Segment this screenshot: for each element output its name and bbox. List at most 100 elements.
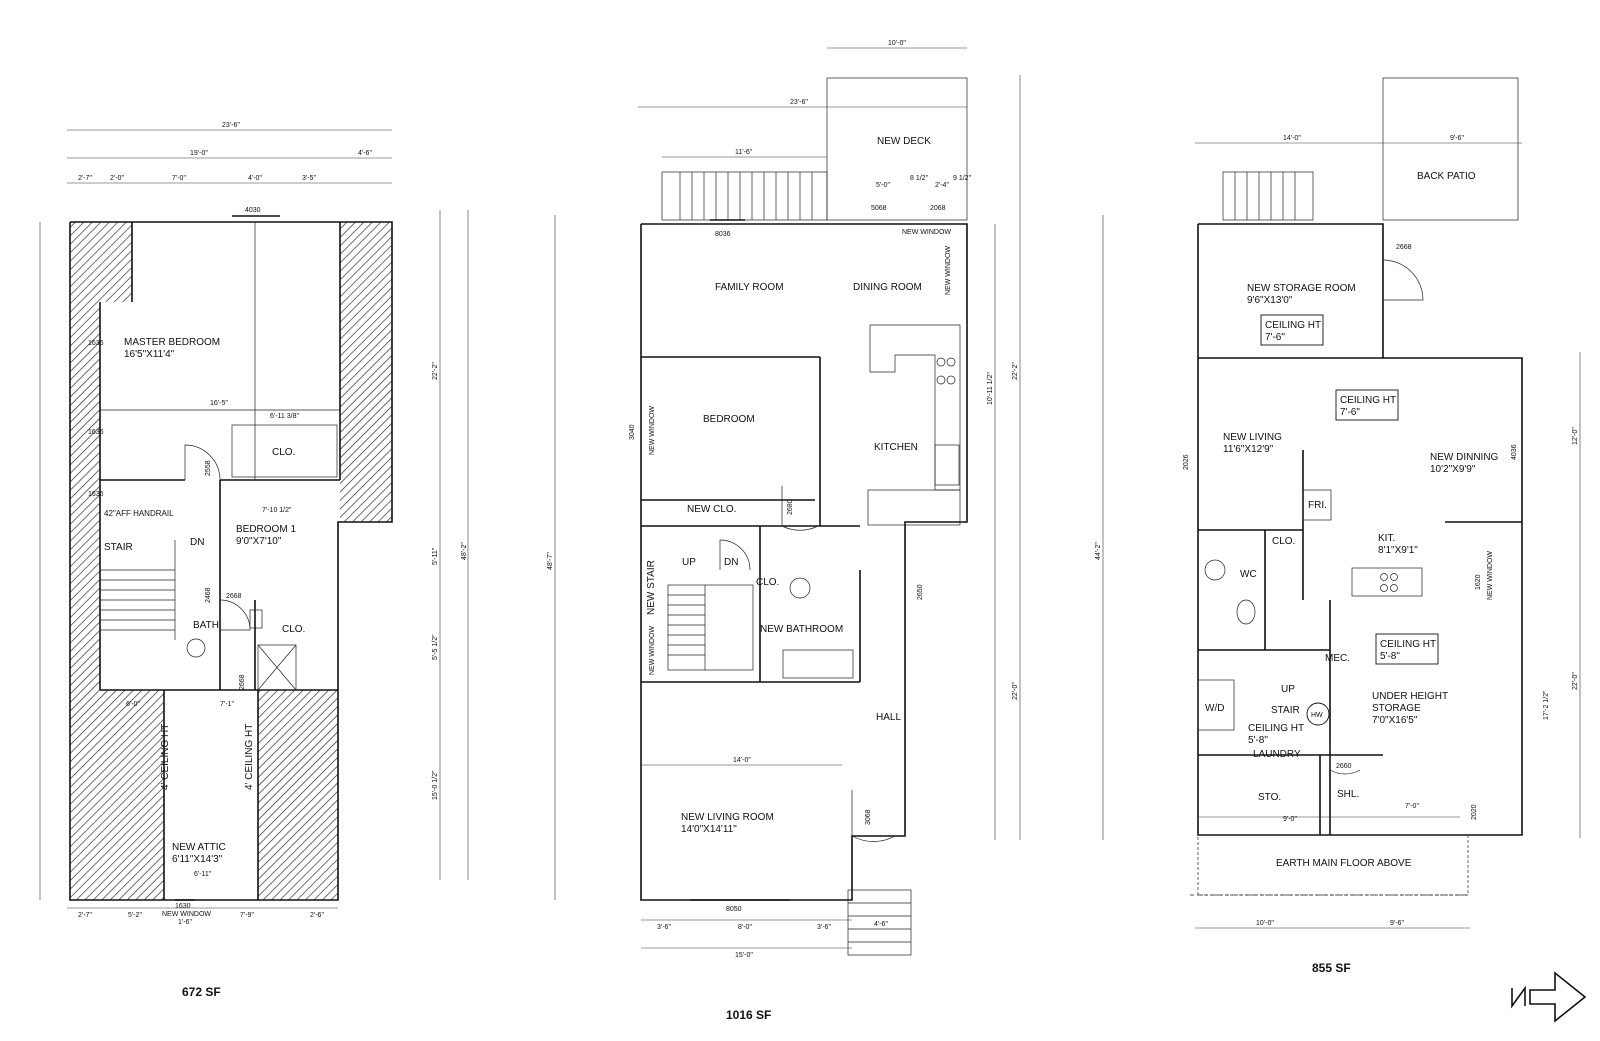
dim-label: 10'-0": [1256, 920, 1274, 927]
room-new-attic: NEW ATTIC: [172, 842, 226, 853]
hatched-attic-top: [100, 222, 132, 302]
dim-label: 6'-11 3/8": [270, 413, 300, 420]
main-area-label: 1016 SF: [726, 1008, 771, 1022]
dim-label: 6'-0": [126, 701, 140, 708]
ceiling-height-label: CEILING HT: [1380, 639, 1436, 650]
room-under-height-storage-size: 7'0"X16'5": [1372, 715, 1418, 726]
room-kitchen: KITCHEN: [874, 442, 918, 453]
cooktop-icon: [936, 357, 946, 367]
entry-stair: [847, 889, 912, 956]
sink-icon: [789, 577, 811, 599]
room-hall: HALL: [876, 712, 901, 723]
door-swing-icon: [184, 444, 221, 481]
dim-label: 44'-2": [1095, 542, 1102, 560]
new-window-note: NEW WINDOW: [162, 911, 211, 918]
ceiling-height-value: 5'-8": [1248, 735, 1268, 746]
ceiling-height-tag: [1260, 314, 1324, 346]
dim-label: 9'-6": [1450, 135, 1464, 142]
door-swing-icon: [219, 599, 251, 631]
main-dimensions: [554, 47, 1021, 949]
room-new-bathroom: NEW BATHROOM: [760, 624, 843, 635]
door-swing-icon: [851, 790, 896, 842]
room-master-bedroom-size: 16'5"X11'4": [124, 349, 175, 360]
dim-label: 22'-2": [1012, 362, 1019, 380]
back-patio: [1382, 77, 1519, 221]
door-tag: 2668: [239, 674, 246, 690]
door-tag: 2468: [205, 587, 212, 603]
room-closet: CLO.: [272, 447, 295, 458]
room-new-deck: NEW DECK: [877, 136, 931, 147]
room-new-stair: NEW STAIR: [646, 560, 657, 615]
ceiling-height-label: CEILING HT: [1265, 320, 1321, 331]
washer-dryer: [1197, 679, 1235, 731]
new-window-note: NEW WINDOW: [1487, 551, 1494, 600]
dim-label: 9 1/2": [953, 175, 972, 182]
window-tag: 1636: [88, 429, 104, 436]
dim-label: 2'-4": [935, 182, 949, 189]
door-tag: 2668: [226, 593, 242, 600]
window-tag: 2026: [1183, 454, 1190, 470]
door-swing-icon: [1382, 259, 1424, 301]
room-under-height-storage-2: STORAGE: [1372, 703, 1421, 714]
dim-label: 10'-0": [888, 40, 906, 47]
window-tag: 4036: [1511, 444, 1518, 460]
dim-label: 5'-2": [128, 912, 142, 919]
lower-floor-plan: BACK PATIO NEW STORAGE ROOM 9'6"X13'0" C…: [1095, 77, 1581, 975]
room-new-living: NEW LIVING: [1223, 432, 1282, 443]
room-new-dinning-size: 10'2"X9'9": [1430, 464, 1476, 475]
toilet-icon: [186, 638, 206, 658]
room-mec: MEC.: [1325, 653, 1350, 664]
room-kitchen-size: 8'1"X9'1": [1378, 545, 1418, 556]
room-master-bedroom: MASTER BEDROOM: [124, 337, 220, 348]
room-storage: STO.: [1258, 792, 1281, 803]
room-fridge: FRI.: [1308, 500, 1327, 511]
dim-label: 4'-6": [358, 150, 372, 157]
deck-stair: [661, 171, 828, 221]
cooktop-icon: [946, 357, 956, 367]
dim-label: 1'-6": [178, 919, 192, 926]
kitchen-counter: [869, 324, 961, 491]
window-tag: 2068: [930, 205, 946, 212]
ceiling-height-note: 4' CEILING HT: [244, 724, 255, 790]
room-bedroom: BEDROOM: [703, 414, 755, 425]
kitchen-counter: [1351, 567, 1423, 597]
dim-label: 9'-6": [1390, 920, 1404, 927]
dim-label: 22'-0": [1572, 672, 1579, 690]
hatched-attic-lower-right: [258, 690, 338, 900]
new-deck: [826, 77, 968, 221]
room-closet: CLO.: [1272, 536, 1295, 547]
room-new-living-size: 11'6"X12'9": [1223, 444, 1274, 455]
fridge-box: [1302, 489, 1332, 521]
dim-label: 15'-0 1/2": [432, 770, 439, 800]
door-swing-icon: [719, 539, 751, 571]
dim-label: 4'-0": [248, 175, 262, 182]
dim-label: 6'-11": [194, 871, 212, 878]
cooktop-icon: [946, 375, 956, 385]
cooktop-icon: [1380, 584, 1388, 592]
dim-label: 8 1/2": [910, 175, 929, 182]
window-tag: 5068: [871, 205, 887, 212]
dim-label: 14'-0": [1283, 135, 1301, 142]
sink-icon: [1204, 559, 1226, 581]
patio-stair: [1222, 171, 1314, 221]
dim-label: 2'-0": [110, 175, 124, 182]
upper-area-label: 672 SF: [182, 985, 221, 999]
room-closet-2: CLO.: [282, 624, 305, 635]
door-tag: 3068: [865, 809, 872, 825]
new-window-note: NEW WINDOW: [649, 626, 656, 675]
dim-label: 7'-10 1/2": [262, 507, 292, 514]
cooktop-icon: [1390, 584, 1398, 592]
dim-label: 23'-6": [222, 122, 240, 129]
window-tag: 2020: [1471, 804, 1478, 820]
main-stair-treads: [668, 585, 706, 670]
water-heater-label: HW: [1311, 712, 1323, 719]
dim-label: 12'-0": [1572, 427, 1579, 445]
dim-label: 3'-6": [657, 924, 671, 931]
upper-dimensions: [39, 129, 469, 909]
door-tag: 2660: [1336, 763, 1352, 770]
ceiling-height-tag: [1375, 633, 1439, 665]
earth-note: EARTH MAIN FLOOR ABOVE: [1276, 858, 1412, 869]
room-new-dinning: NEW DINNING: [1430, 452, 1499, 463]
room-new-storage: NEW STORAGE ROOM: [1247, 283, 1356, 294]
window-tag: 1636: [88, 340, 104, 347]
